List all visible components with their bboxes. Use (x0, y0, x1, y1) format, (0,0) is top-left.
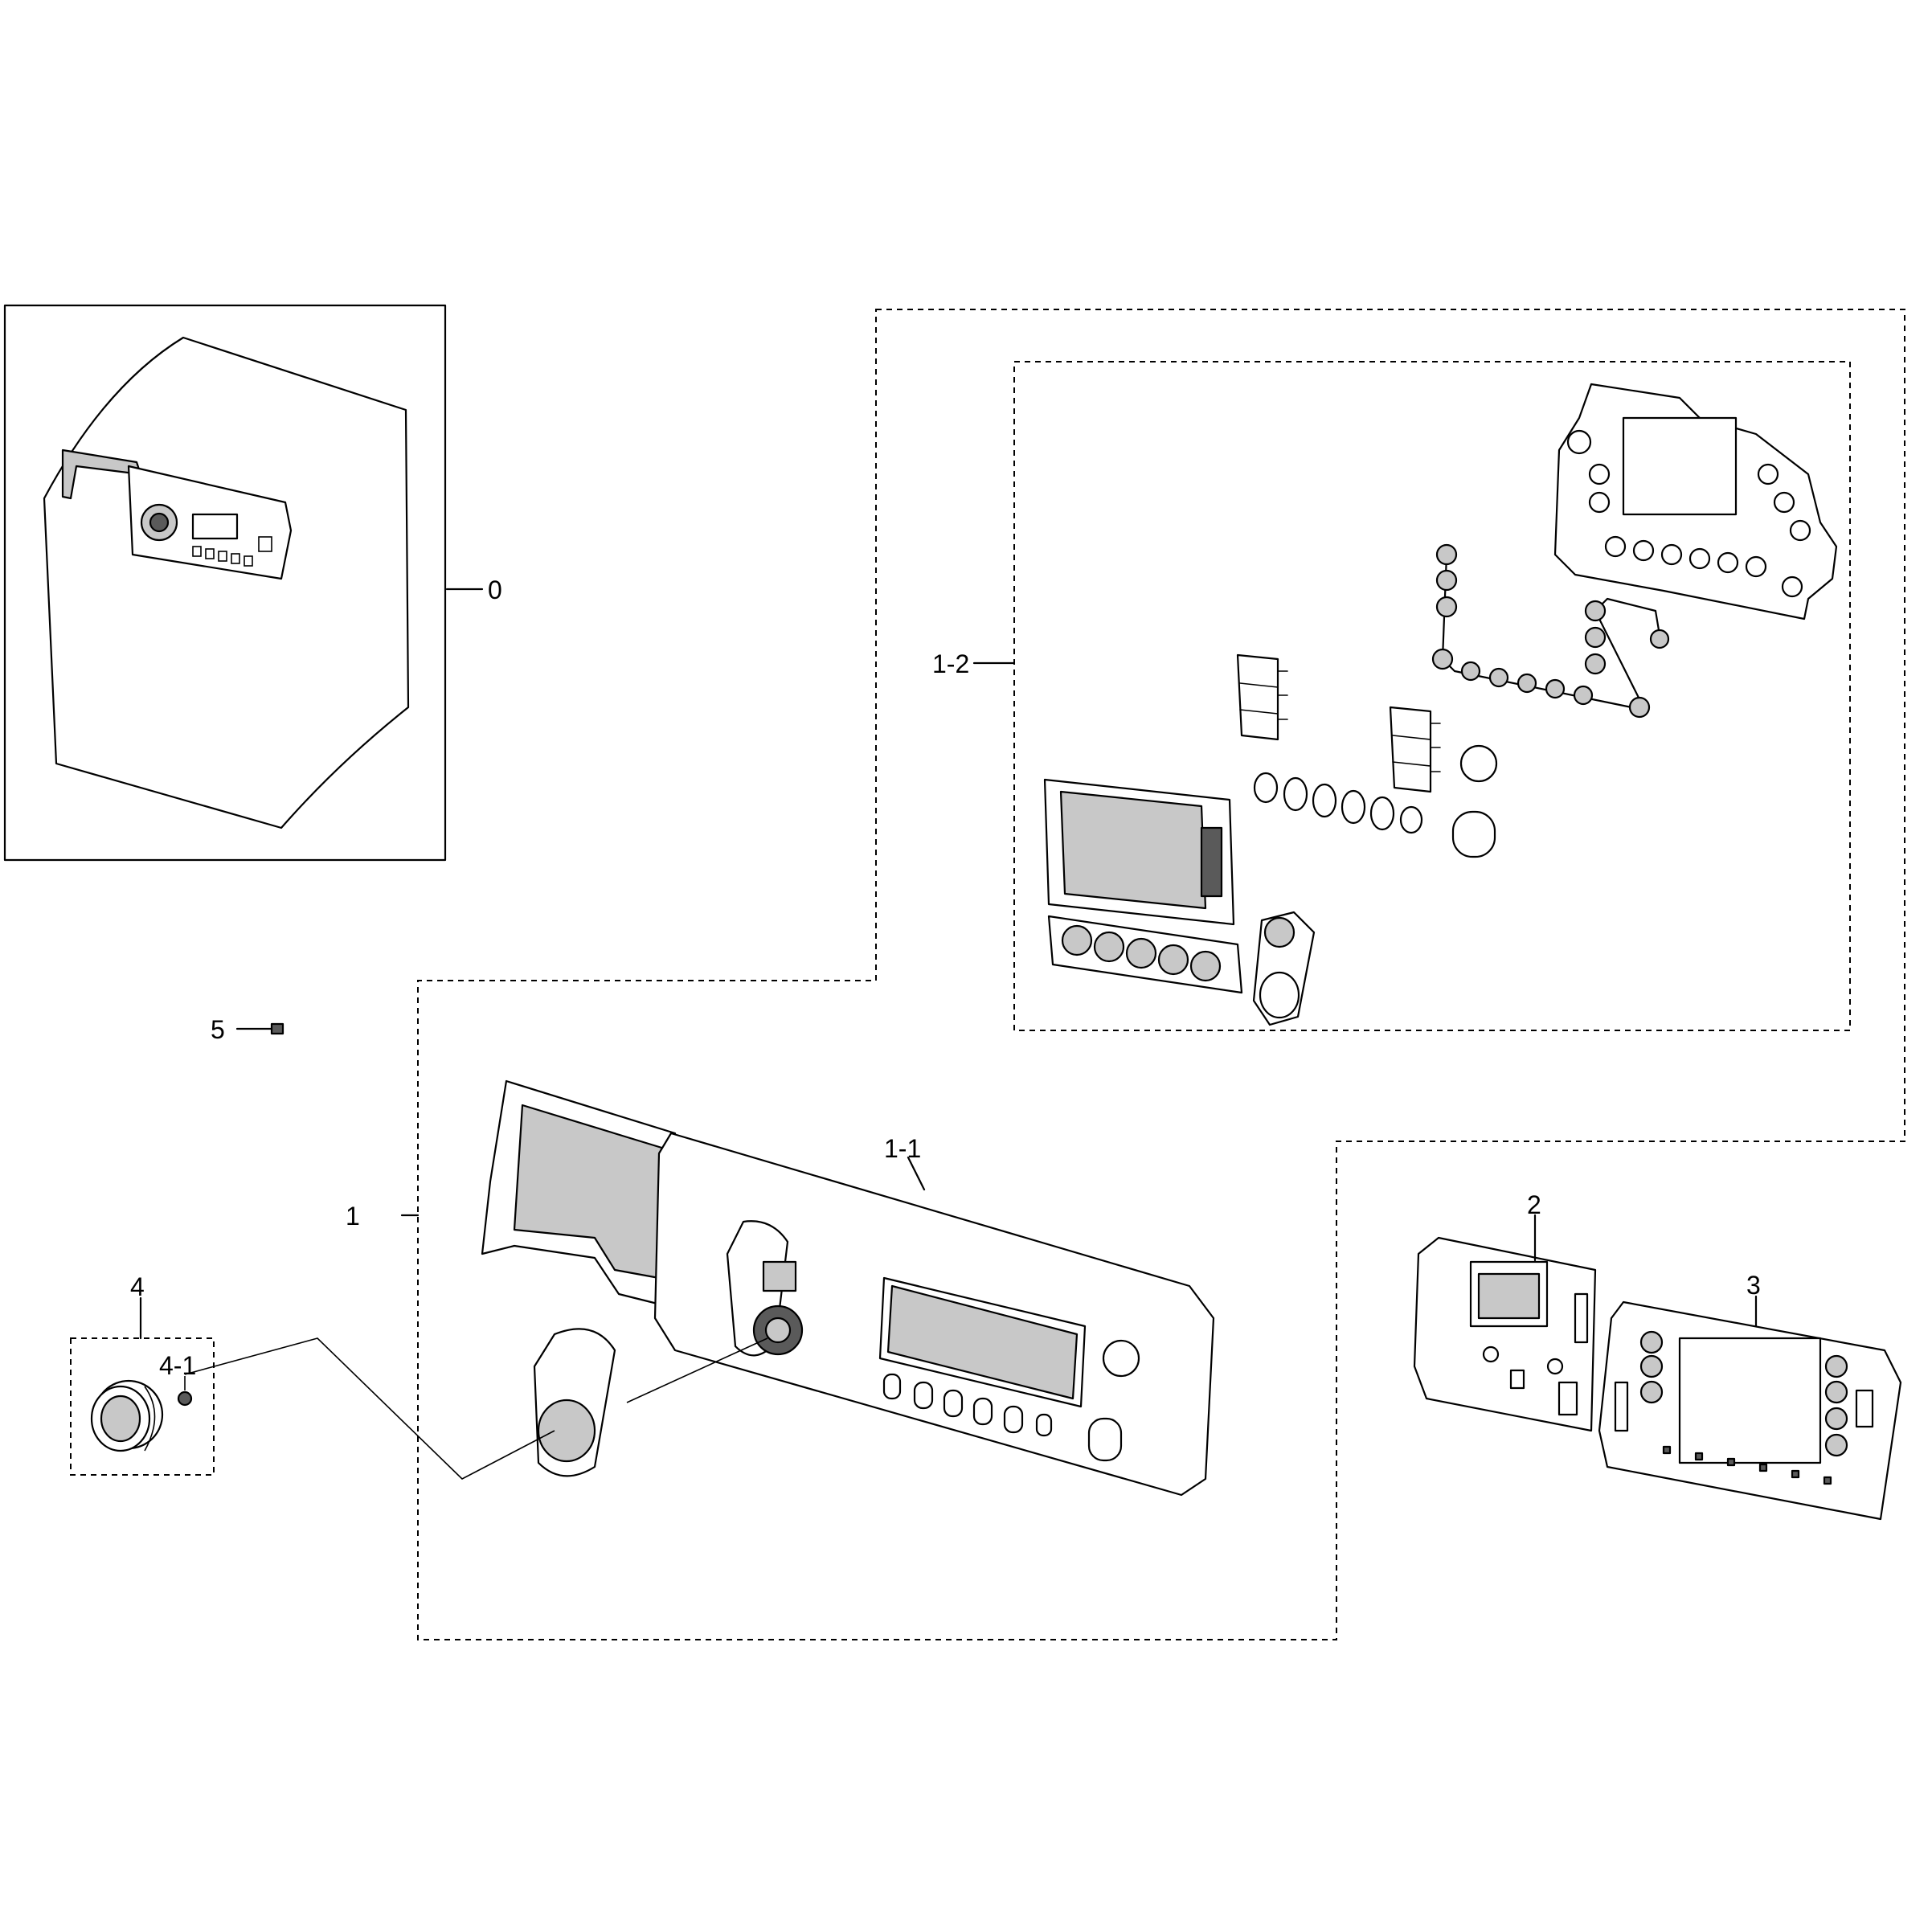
lens-leader-line (626, 1337, 768, 1403)
part-1-2-subassembly-box[interactable] (1013, 361, 1851, 1031)
callout-0[interactable]: 0 (488, 575, 502, 604)
callout-1[interactable]: 1 (346, 1202, 360, 1231)
part-1-1-control-panel[interactable] (481, 1079, 1215, 1497)
part-3-pcb[interactable] (1598, 1300, 1902, 1521)
callout-1-1[interactable]: 1-1 (884, 1134, 921, 1163)
button-holder (1047, 915, 1243, 994)
encoder-bracket (1252, 911, 1316, 1026)
led-harness (1431, 543, 1670, 719)
switch-block-right (1389, 706, 1441, 793)
part-2-pcb[interactable] (1413, 1236, 1597, 1432)
switch-block-left (1236, 653, 1288, 741)
part-1-assembly-boundary (417, 309, 1905, 1640)
callout-2[interactable]: 2 (1527, 1190, 1541, 1219)
leader-line-1-1 (907, 1156, 926, 1191)
pcb-frame (1553, 383, 1838, 620)
callout-5[interactable]: 5 (211, 1015, 225, 1044)
part-4-1-spring[interactable] (177, 1390, 193, 1407)
callout-4-1[interactable]: 4-1 (159, 1351, 196, 1380)
callout-1-2[interactable]: 1-2 (932, 649, 969, 678)
callout-4[interactable]: 4 (130, 1272, 145, 1301)
part-4-knob-box[interactable] (70, 1337, 215, 1476)
button-set (1253, 744, 1498, 858)
callout-3[interactable]: 3 (1746, 1271, 1761, 1300)
knob-leader-line (184, 1337, 555, 1480)
part-0-overview-box[interactable] (3, 304, 447, 862)
display-window (1043, 778, 1235, 926)
part-5-screw[interactable] (270, 1022, 284, 1035)
